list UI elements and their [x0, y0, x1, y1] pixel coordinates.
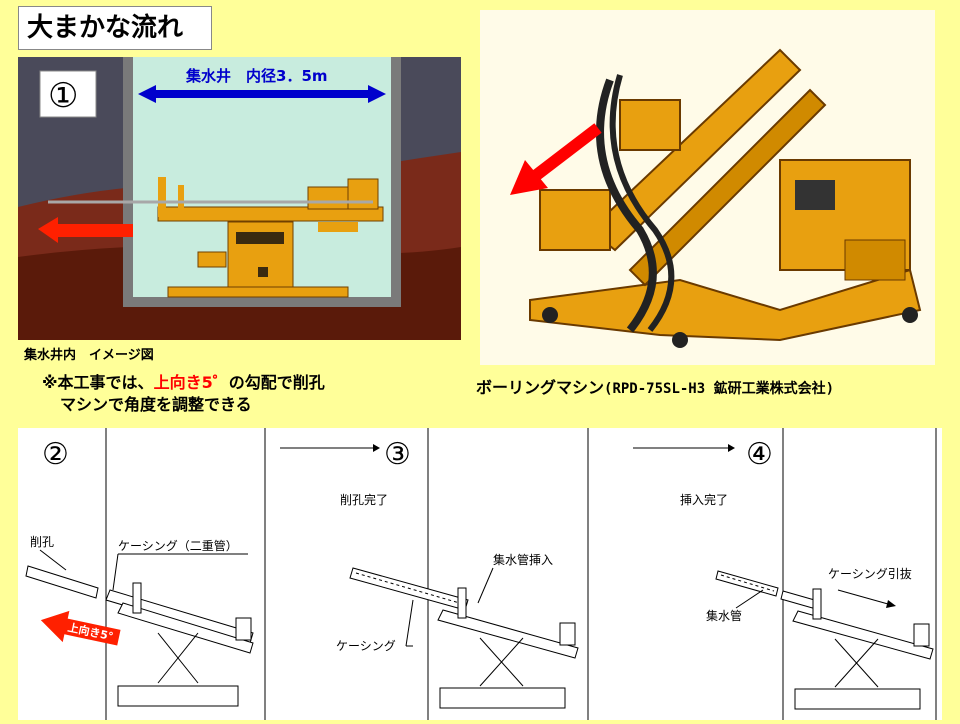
process-steps: ② 削孔 ケーシング（二重管） 上向き5° ③: [18, 428, 942, 720]
label-insert-pipe: 集水管挿入: [493, 552, 553, 567]
step3-machine: [437, 587, 579, 709]
machine-photo-figure: [529, 48, 922, 348]
well-width-label: 集水井 内径3．5m: [185, 67, 328, 85]
step-number-2: ②: [42, 437, 69, 472]
well-width-arrow: [138, 85, 386, 103]
page-title: 大まかな流れ: [18, 6, 212, 50]
angle-note: ※本工事では、上向き5゜の勾配で削孔 マシンで角度を調整できる: [42, 372, 325, 416]
label-collection-pipe: 集水管: [706, 608, 742, 623]
machine-caption: ボーリングマシン(RPD-75SL-H3 鉱研工業株式会社): [476, 374, 834, 398]
label-casing-pullout: ケーシング引抜: [828, 567, 912, 581]
step-number-4: ④: [746, 437, 773, 472]
upward-5-arrow: 上向き5°: [40, 610, 121, 646]
label-casing: ケーシング: [336, 639, 396, 653]
step-number-1: ①: [48, 76, 78, 116]
status-drilling-complete: 削孔完了: [340, 492, 388, 507]
machine-detail: (RPD-75SL-H3 鉱研工業株式会社): [604, 381, 835, 397]
machine-figure: [48, 177, 384, 298]
step-3: ③ 削孔完了 集水管挿入 ケーシング: [280, 428, 589, 720]
machine-name: ボーリングマシン: [476, 378, 605, 397]
label-hole: 削孔: [30, 535, 54, 549]
well-illustration: 集水井 内径3．5m ①: [18, 57, 461, 340]
step-number-3: ③: [384, 437, 411, 472]
photo-direction-arrow: [510, 123, 602, 195]
boring-machine-photo: [480, 10, 935, 365]
label-casing-double: ケーシング（二重管）: [118, 538, 238, 553]
step4-machine: [792, 588, 934, 710]
angle-note-line2: マシンで角度を調整できる: [60, 395, 252, 414]
step-2: ② 削孔 ケーシング（二重管） 上向き5°: [25, 428, 266, 720]
direction-arrow: [38, 217, 133, 243]
step-4: ④ 挿入完了 ケーシング引抜 集水管: [633, 428, 937, 720]
status-insertion-complete: 挿入完了: [680, 492, 728, 507]
angle-highlight: 上向き5゜: [153, 373, 229, 392]
well-image-caption: 集水井内 イメージ図: [24, 348, 154, 363]
angle-note-line1: ※本工事では、上向き5゜の勾配で削孔: [42, 373, 325, 392]
step2-machine: [117, 582, 254, 707]
